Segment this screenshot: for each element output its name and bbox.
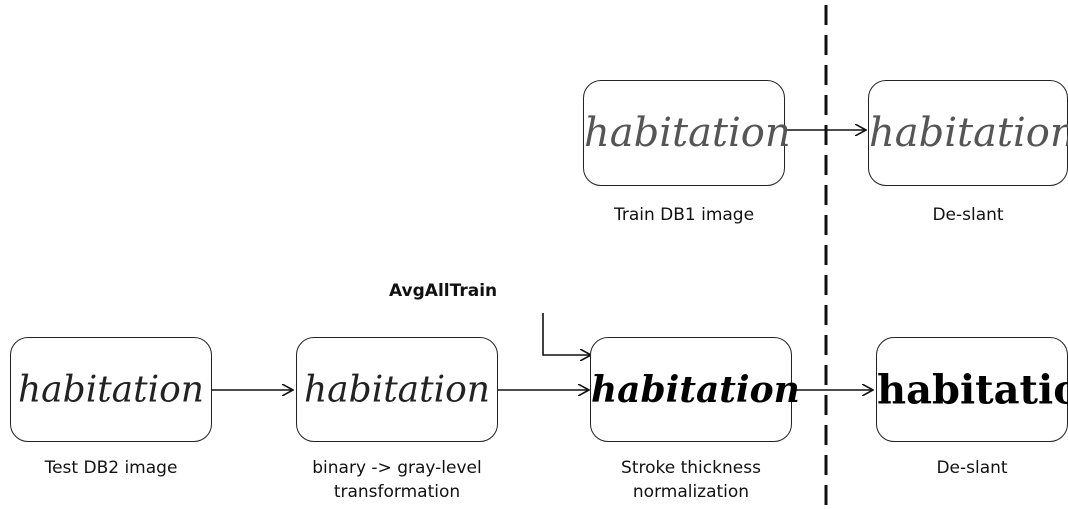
graylevel-box: habitation: [296, 337, 498, 442]
bottom-deslant-box: habitation: [876, 337, 1068, 442]
test-image-box: habitation: [10, 337, 212, 442]
handwritten-word: habitation: [304, 369, 490, 410]
handwritten-word: habitation: [18, 369, 204, 410]
train-image-caption: Train DB1 image: [613, 205, 755, 225]
stroke-caption-line2: normalization: [632, 482, 750, 502]
bottom-deslant-caption: De-slant: [936, 458, 1008, 478]
graylevel-caption: binary -> gray-level transformation: [276, 456, 518, 504]
handwritten-word: habitation: [584, 110, 791, 156]
stroke-normalization-box: habitation: [590, 337, 800, 442]
top-deslant-caption: De-slant: [932, 205, 1004, 225]
arrow-avgalltrain-to-stroke: [542, 313, 591, 355]
avgalltrain-label: AvgAllTrain: [389, 281, 498, 301]
graylevel-caption-line2: transformation: [333, 482, 461, 502]
train-image-box: habitation: [583, 80, 791, 186]
stroke-normalization-caption: Stroke thickness normalization: [570, 456, 812, 504]
graylevel-caption-line1: binary -> gray-level: [312, 458, 482, 478]
handwritten-word: habitation: [591, 368, 800, 411]
handwritten-word: habitation: [869, 110, 1068, 156]
test-image-caption: Test DB2 image: [44, 458, 178, 478]
handwritten-word: habitation: [877, 366, 1068, 413]
top-deslant-box: habitation: [868, 80, 1068, 186]
stroke-caption-line1: Stroke thickness: [621, 458, 761, 478]
